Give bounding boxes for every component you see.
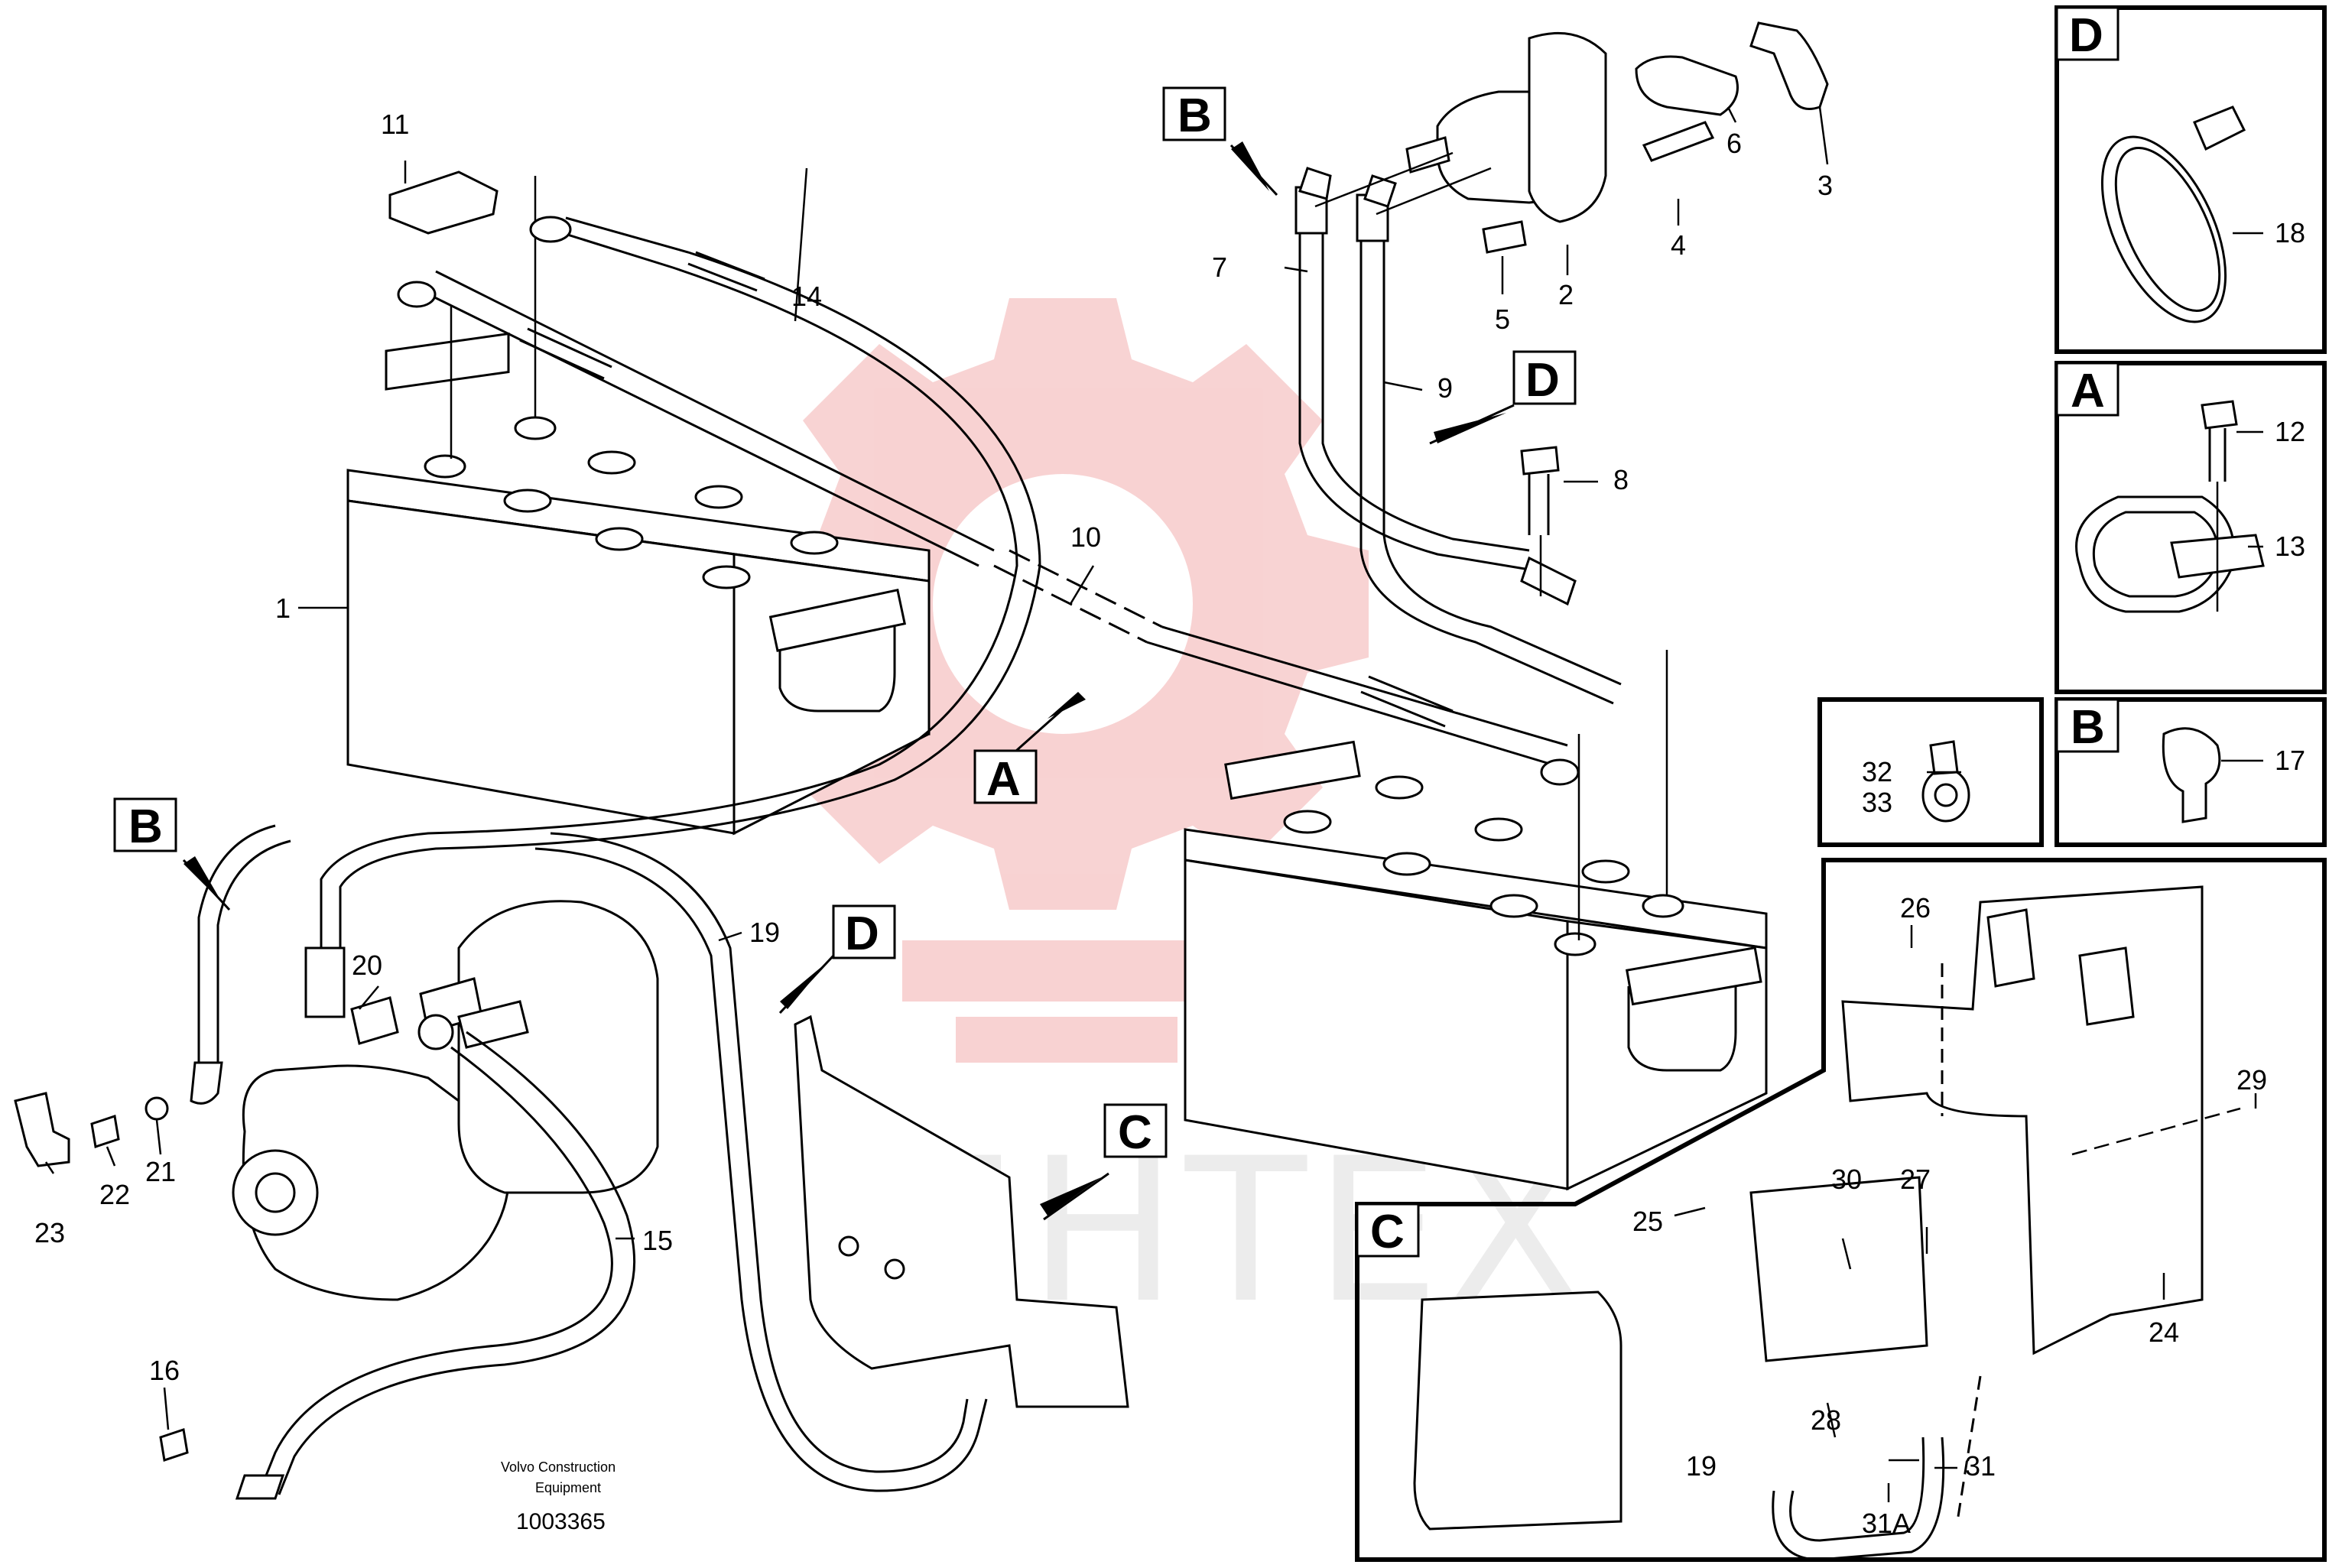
callout-30: 30 (1831, 1164, 1862, 1195)
detail-tag-d-top (1512, 350, 1577, 405)
callout-22: 22 (99, 1179, 130, 1210)
detail-letter-c: C (1118, 1106, 1152, 1159)
callout-2: 2 (1558, 279, 1574, 310)
detail-tag-a-panel (2055, 362, 2119, 417)
terminal-cover-11 (388, 170, 499, 235)
detail-label-pointers (182, 141, 1515, 1221)
small-parts-20-23 (14, 996, 399, 1462)
callout-28: 28 (1811, 1404, 1841, 1436)
document-number: 1003365 (516, 1509, 606, 1534)
watermark-gear-logo (757, 298, 1369, 1063)
detail-letter-d-left: D (845, 907, 879, 960)
callout-10: 10 (1070, 521, 1101, 553)
detail-panel-a (2055, 361, 2327, 694)
callout-23: 23 (34, 1217, 65, 1248)
detail-letter-d-top: D (1525, 354, 1560, 407)
callout-19-panel: 19 (1686, 1450, 1717, 1482)
callout-4: 4 (1671, 229, 1686, 261)
panel-c-assembly (1413, 885, 2241, 1561)
detail-letter-d-panel: D (2069, 9, 2103, 62)
detail-panel-c (1355, 858, 2327, 1562)
callout-18: 18 (2275, 217, 2305, 248)
callout-8: 8 (1613, 464, 1629, 495)
callout-24: 24 (2149, 1316, 2179, 1348)
caption-line-2: Equipment (535, 1480, 601, 1495)
callout-numbers: 1 2 3 4 5 6 7 8 9 10 11 12 13 14 15 16 1… (34, 109, 2305, 1539)
cables-7-9 (1294, 167, 1622, 705)
cable-10 (397, 270, 1580, 786)
callout-3: 3 (1817, 170, 1833, 201)
mounting-bracket-d (794, 1014, 1129, 1408)
callout-7: 7 (1212, 252, 1227, 283)
callout-31: 31 (1965, 1450, 1996, 1482)
callout-12: 12 (2275, 416, 2305, 447)
callout-32: 32 (1862, 756, 1892, 787)
callout-21: 21 (145, 1156, 176, 1187)
callout-25: 25 (1632, 1206, 1663, 1237)
callout-6: 6 (1726, 128, 1742, 159)
callout-1: 1 (275, 592, 291, 624)
detail-panel-b (2055, 697, 2327, 847)
starter-motor (232, 900, 659, 1301)
detail-letter-b-panel: B (2071, 701, 2105, 754)
detail-letter-a-panel: A (2071, 365, 2105, 417)
detail-tag-b-panel (2055, 698, 2119, 753)
callout-5: 5 (1495, 304, 1510, 335)
cable-14 (320, 216, 1041, 948)
cable-b-left (190, 824, 346, 1105)
callout-26: 26 (1900, 892, 1931, 924)
terminal-boot-17 (2162, 727, 2221, 823)
detail-panel-d (2055, 5, 2327, 354)
callout-20: 20 (352, 950, 382, 981)
callout-13: 13 (2275, 531, 2305, 562)
detail-tag-d-panel (2055, 6, 2119, 61)
clamp-13 (2075, 400, 2265, 613)
detail-tag-b-top (1162, 86, 1226, 141)
cable-19 (534, 832, 988, 1492)
detail-letter-c-panel: C (1370, 1206, 1405, 1258)
callout-33: 33 (1862, 787, 1892, 818)
bolt-8 (1520, 446, 1560, 596)
detail-tag-a (973, 749, 1038, 804)
detail-panel-32-33 (1817, 697, 2044, 847)
detail-tag-b-left (113, 797, 177, 852)
callout-17: 17 (2275, 745, 2305, 776)
callout-15: 15 (642, 1225, 673, 1256)
callout-11: 11 (381, 109, 409, 140)
callout-14: 14 (791, 281, 822, 312)
leader-lines (44, 106, 2263, 1502)
cable-15 (235, 1031, 636, 1500)
callout-9: 9 (1437, 372, 1453, 404)
caption-line-1: Volvo Construction (501, 1459, 616, 1475)
detail-tag-c-panel (1356, 1203, 1420, 1258)
callout-19: 19 (749, 917, 780, 948)
detail-letter-b-left: B (128, 800, 163, 853)
solenoid-assembly (1314, 21, 1829, 254)
callout-31a: 31A (1862, 1508, 1911, 1539)
callout-27: 27 (1900, 1164, 1931, 1195)
callout-29: 29 (2236, 1064, 2267, 1096)
detail-letter-b-top: B (1177, 89, 1212, 142)
detail-letter-a: A (986, 753, 1021, 806)
battery-2 (1184, 740, 1768, 1191)
battery-1 (346, 332, 931, 836)
detail-tag-c (1103, 1103, 1168, 1158)
clip-32-33 (1921, 740, 1970, 823)
callout-16: 16 (149, 1355, 180, 1386)
cable-tie-18 (2100, 106, 2246, 323)
detail-tag-d-left (832, 904, 896, 959)
